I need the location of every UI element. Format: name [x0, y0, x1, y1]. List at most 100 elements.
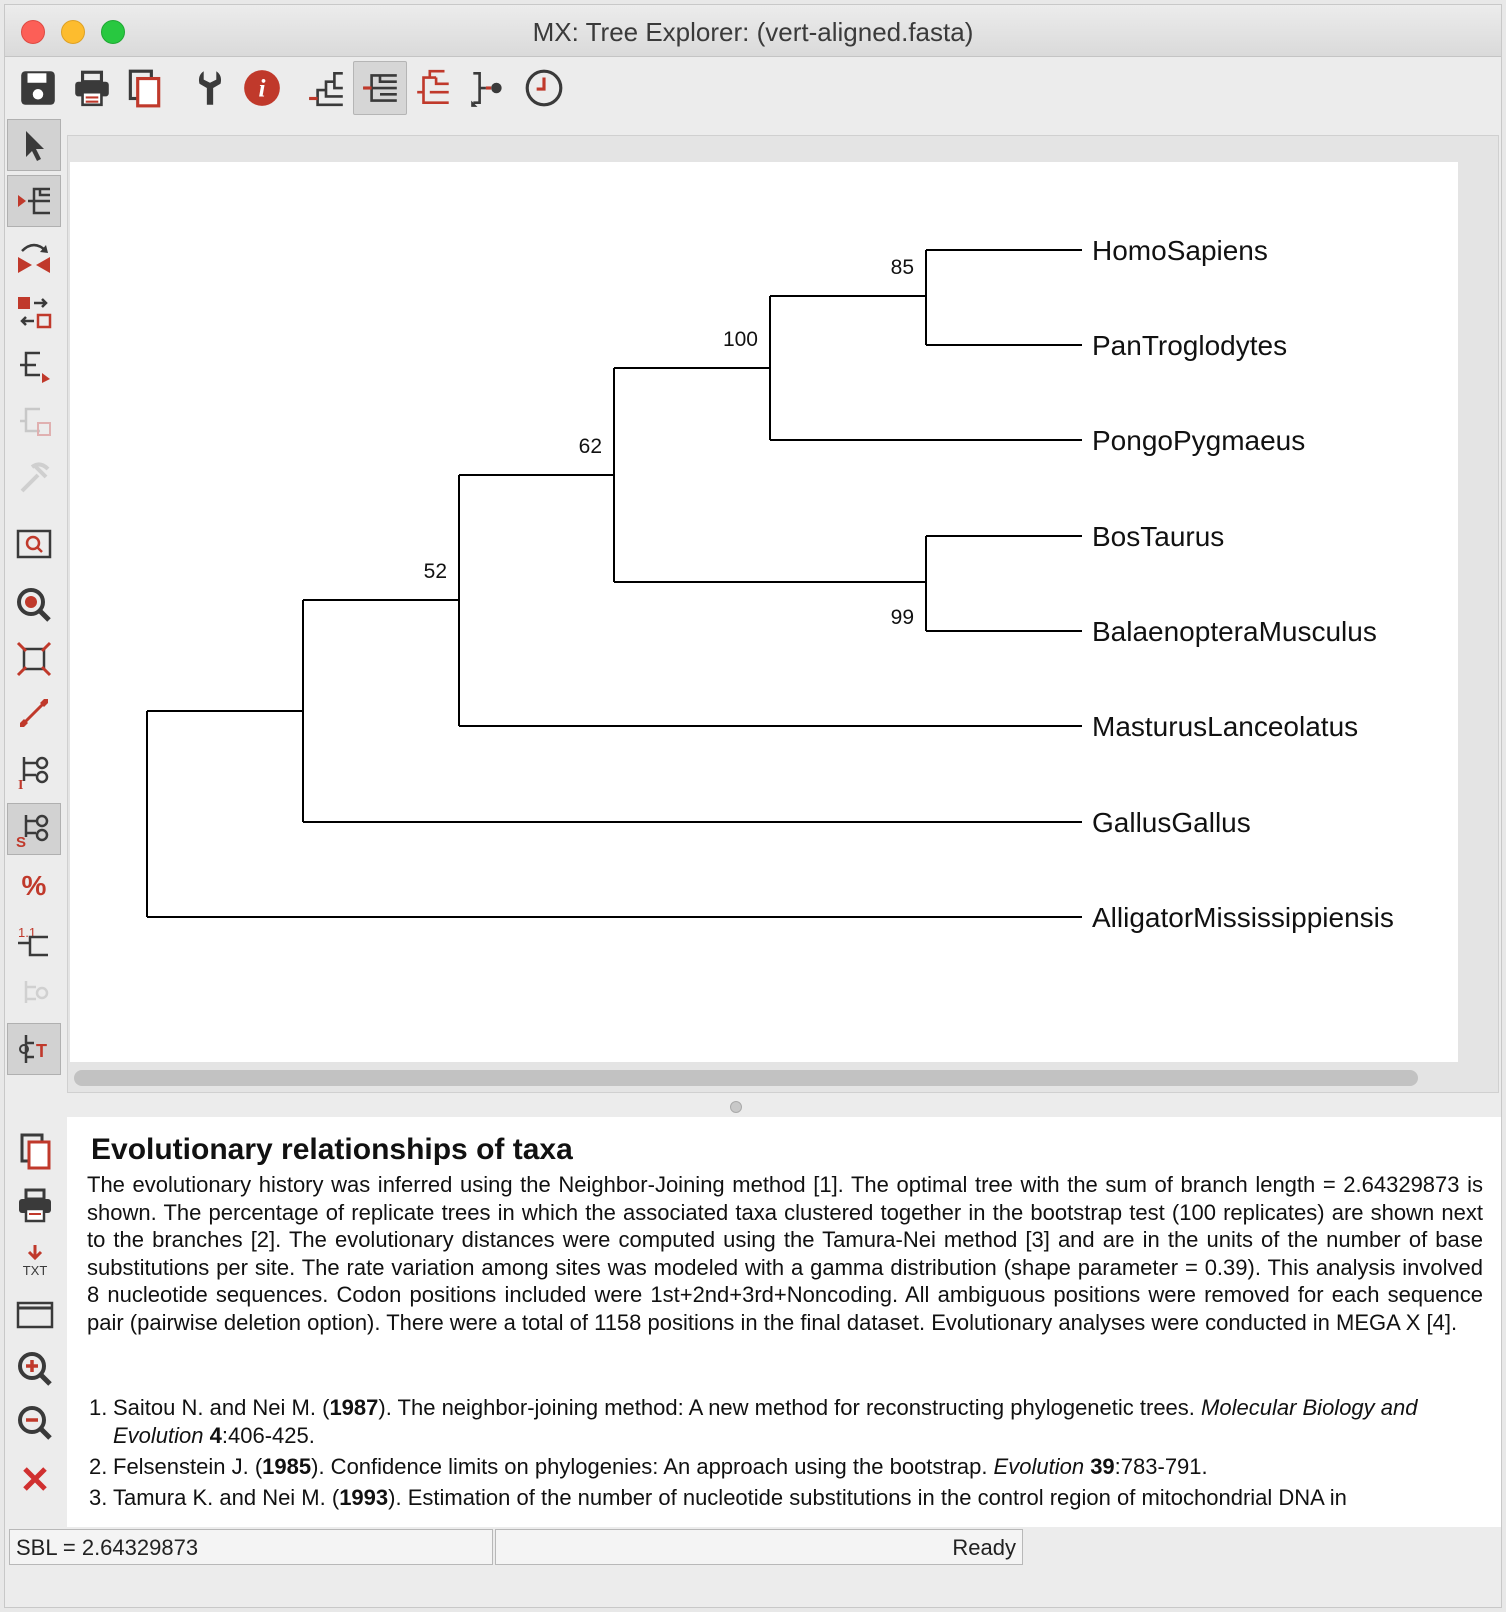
main-toolbar: i — [5, 57, 1501, 119]
disabled-subtree-style-button — [7, 969, 61, 1021]
export-txt-icon: TXT — [23, 1245, 48, 1278]
bootstrap-value: 100 — [723, 328, 758, 351]
place-root-button[interactable] — [7, 175, 61, 227]
bootstrap-value: 99 — [891, 606, 914, 629]
zoom-out-icon — [18, 1406, 52, 1440]
copy-button[interactable] — [117, 61, 171, 115]
tree-canvas[interactable]: HomoSapiens PanTroglodytes PongoPygmaeus… — [70, 162, 1458, 1062]
show-subtree-button[interactable]: S — [7, 803, 61, 855]
tree-layout-4-icon — [471, 71, 502, 107]
maximize-window-button[interactable] — [101, 20, 125, 44]
caption-zoom-out-button[interactable] — [13, 1401, 57, 1445]
caption-export-txt-button[interactable]: TXT — [13, 1241, 57, 1285]
window-icon — [16, 1301, 54, 1329]
flip-subtree-button[interactable] — [7, 231, 61, 283]
branch-length-icon: 1.1 — [18, 925, 48, 957]
search-taxa-button[interactable] — [7, 517, 61, 569]
print-icon — [75, 70, 109, 107]
tree-layout-2-icon — [363, 74, 397, 102]
fit-to-window-button[interactable] — [7, 633, 61, 685]
taxon-label[interactable]: MasturusLanceolatus — [1092, 711, 1358, 742]
cladogram-button[interactable] — [407, 61, 461, 115]
tree-layout-3-icon — [417, 69, 449, 105]
taxon-label[interactable]: PongoPygmaeus — [1092, 425, 1305, 456]
caption-copy-button[interactable] — [13, 1129, 57, 1173]
topology-icon: I — [18, 756, 49, 791]
root-tree-icon — [18, 187, 50, 215]
bootstrap-value: 62 — [579, 435, 602, 458]
title-bar: MX: Tree Explorer: (vert-aligned.fasta) — [5, 5, 1501, 57]
branch-length-button[interactable]: 1.1 — [7, 915, 61, 967]
disabled-hammer-button — [7, 451, 61, 503]
subtree-style-icon — [24, 981, 49, 1003]
horizontal-scrollbar[interactable] — [74, 1070, 1418, 1086]
svg-text:TXT: TXT — [23, 1263, 48, 1278]
taxon-label[interactable]: BalaenopteraMusculus — [1092, 616, 1377, 647]
options-button[interactable] — [183, 61, 237, 115]
taxon-label[interactable]: AlligatorMississippiensis — [1092, 902, 1394, 933]
caption-body: The evolutionary history was inferred us… — [87, 1172, 1483, 1335]
caption-zoom-in-button[interactable] — [13, 1347, 57, 1391]
flip-icon — [18, 243, 50, 273]
save-icon — [21, 71, 55, 105]
sbl-status: SBL = 2.64329873 — [9, 1529, 493, 1565]
subtree-icon: S — [16, 814, 49, 849]
traditional-tree-button[interactable] — [299, 61, 353, 115]
select-tool-button[interactable] — [7, 119, 61, 171]
bootstrap-value: 85 — [891, 256, 914, 279]
phylogenetic-tree: HomoSapiens PanTroglodytes PongoPygmaeus… — [146, 235, 1394, 933]
taxon-label[interactable]: BosTaurus — [1092, 521, 1224, 552]
window-title: MX: Tree Explorer: (vert-aligned.fasta) — [532, 17, 974, 47]
show-topology-button[interactable]: I — [7, 745, 61, 797]
taxon-label[interactable]: PanTroglodytes — [1092, 330, 1287, 361]
svg-text:T: T — [36, 1041, 47, 1061]
svg-text:S: S — [16, 834, 26, 849]
info-icon: i — [244, 70, 280, 106]
close-icon — [23, 1467, 47, 1491]
caption-title: Evolutionary relationships of taxa — [91, 1133, 573, 1166]
print-icon — [19, 1188, 51, 1223]
timetree-button[interactable] — [517, 61, 571, 115]
show-percent-button[interactable]: % — [7, 859, 61, 911]
panel-splitter[interactable] — [730, 1101, 742, 1113]
taxon-label[interactable]: HomoSapiens — [1092, 235, 1268, 266]
tree-text-button[interactable]: T — [7, 1023, 61, 1075]
bootstrap-value: 52 — [424, 560, 447, 583]
subtree-options-icon — [20, 407, 51, 436]
radial-tree-button[interactable] — [461, 61, 515, 115]
info-button[interactable]: i — [235, 61, 289, 115]
print-button[interactable] — [65, 61, 119, 115]
swap-subtree-button[interactable] — [7, 285, 61, 337]
save-button[interactable] — [11, 61, 65, 115]
hammer-icon — [20, 462, 50, 493]
copy-icon — [20, 1133, 51, 1170]
reference-item: 2. Felsenstein J. (1985). Confidence lim… — [89, 1454, 1208, 1479]
zoom-in-icon — [18, 1352, 52, 1386]
references-list: 1. Saitou N. and Nei M. (1987). The neig… — [87, 1394, 1483, 1512]
reference-item: 1. Saitou N. and Nei M. (1987). The neig… — [89, 1395, 1418, 1448]
rectangular-tree-button[interactable] — [353, 61, 407, 115]
caption-close-button[interactable] — [13, 1457, 57, 1501]
caption-print-button[interactable] — [13, 1183, 57, 1227]
compress-subtree-button[interactable] — [7, 339, 61, 391]
close-window-button[interactable] — [21, 20, 45, 44]
caption-toolbar: TXT — [5, 1117, 65, 1527]
taxon-label[interactable]: GallusGallus — [1092, 807, 1251, 838]
magnifier-icon — [17, 588, 51, 622]
disabled-subtree-button — [7, 395, 61, 447]
minimize-window-button[interactable] — [61, 20, 85, 44]
svg-text:%: % — [22, 870, 47, 901]
left-toolbar: I S % 1.1 T — [5, 119, 65, 1113]
status-bar: SBL = 2.64329873 Ready — [5, 1527, 1501, 1607]
tree-view-panel: HomoSapiens PanTroglodytes PongoPygmaeus… — [67, 135, 1499, 1093]
resize-icon — [20, 699, 48, 727]
zoom-button[interactable] — [7, 579, 61, 631]
swap-icon — [18, 297, 52, 329]
pointer-icon — [26, 131, 44, 161]
fit-icon — [16, 641, 52, 677]
resize-tree-button[interactable] — [7, 687, 61, 739]
svg-text:i: i — [259, 75, 266, 102]
tree-text-icon: T — [19, 1035, 47, 1063]
percent-icon: % — [22, 870, 47, 901]
caption-window-button[interactable] — [13, 1293, 57, 1337]
